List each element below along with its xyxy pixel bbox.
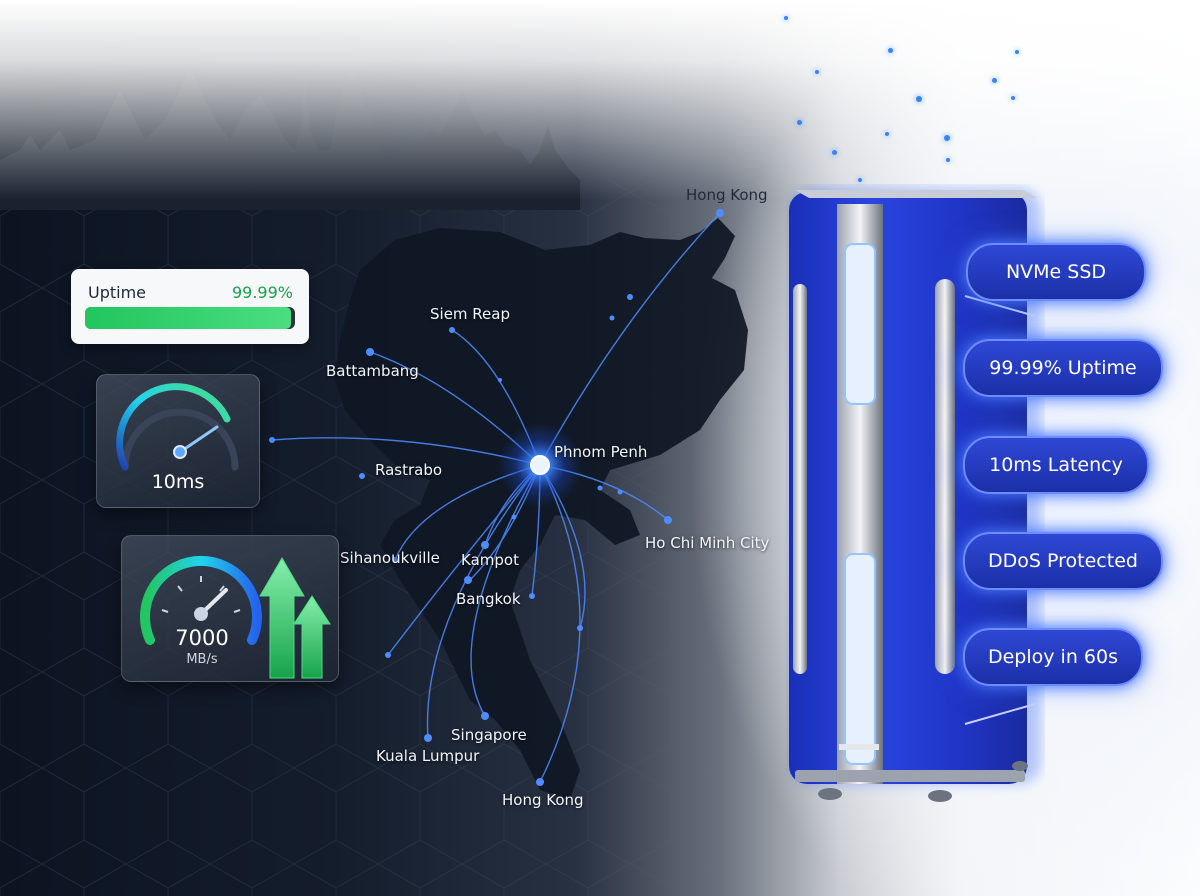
city-label-singapore: Singapore (451, 726, 527, 744)
throughput-gauge-card: 7000 MB/s (121, 535, 339, 682)
city-label-rastrabo: Rastrabo (375, 461, 443, 479)
feature-pill-uptime: 99.99% Uptime (963, 339, 1163, 397)
feature-pill-deploy-60s: Deploy in 60s (963, 628, 1143, 686)
city-label-battambang: Battambang (326, 362, 419, 380)
city-label-siem-reap: Siem Reap (430, 305, 510, 323)
city-label-hong-kong-south: Hong Kong (502, 791, 584, 809)
upload-arrows-icon (259, 557, 331, 679)
feature-pill-ddos-protected: DDoS Protected (963, 532, 1163, 590)
city-label-kuala-lumpur: Kuala Lumpur (376, 747, 480, 765)
speedometer-icon (116, 383, 239, 471)
cambodia-landmass (335, 218, 748, 800)
latency-value: 10ms (151, 471, 205, 493)
throughput-unit: MB/s (186, 652, 218, 667)
city-label-sihanoukville: Sihanoukville (340, 549, 440, 567)
latency-gauge-card: 10ms (96, 374, 260, 508)
city-label-bangkok: Bangkok (456, 590, 521, 608)
city-label-ho-chi-minh-city: Ho Chi Minh City (645, 534, 770, 552)
throughput-gauge-icon (140, 555, 331, 679)
city-label-phnom-penh: Phnom Penh (554, 443, 648, 461)
city-label-hong-kong-north: Hong Kong (686, 186, 768, 204)
city-label-kampot: Kampot (461, 551, 519, 569)
uptime-progress-fill (85, 307, 291, 329)
hub-dot (530, 455, 550, 475)
feature-pill-nvme-ssd: NVMe SSD (966, 243, 1146, 301)
feature-pill-latency: 10ms Latency (963, 436, 1149, 494)
uptime-progress-track (85, 307, 295, 329)
uptime-label: Uptime (88, 283, 147, 302)
uptime-card: Uptime 99.99% (71, 269, 309, 344)
uptime-value: 99.99% (231, 283, 293, 302)
throughput-value: 7000 (175, 626, 229, 650)
